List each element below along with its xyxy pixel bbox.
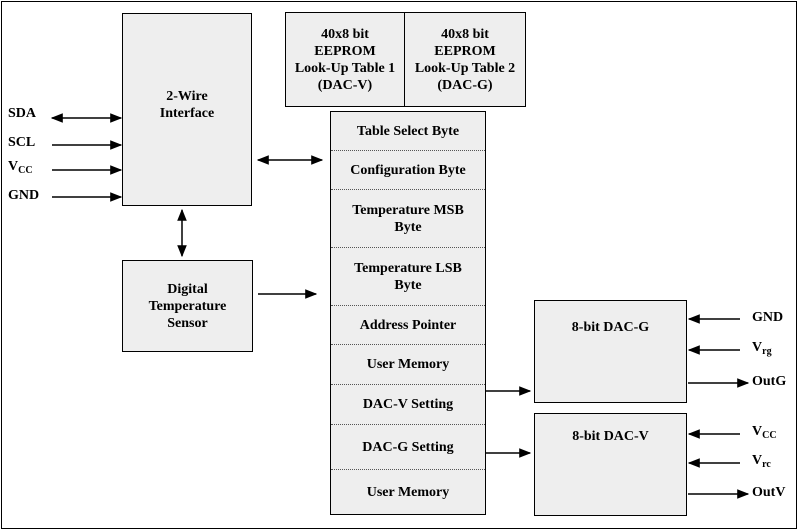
- two-wire-interface-block: 2-Wire Interface: [122, 13, 252, 206]
- register-temperature-msb: Temperature MSB Byte: [331, 190, 485, 248]
- lut2-label: 40x8 bit EEPROM Look-Up Table 2 (DAC-G): [414, 26, 516, 93]
- dac-v-block: 8-bit DAC-V: [534, 413, 687, 516]
- register-configuration: Configuration Byte: [331, 151, 485, 190]
- digital-temperature-sensor-block: Digital Temperature Sensor: [122, 260, 253, 352]
- dac-v-vrc-label: Vrc: [752, 453, 771, 470]
- two-wire-label: 2-Wire Interface: [159, 89, 215, 121]
- eeprom-lut2-block: 40x8 bit EEPROM Look-Up Table 2 (DAC-G): [404, 12, 526, 107]
- dac-v-vcc-label: VCC: [752, 424, 777, 441]
- sda-pin-label: SDA: [8, 106, 37, 121]
- gnd-pin-label: GND: [8, 188, 40, 203]
- register-table-select: Table Select Byte: [331, 112, 485, 151]
- dac-v-out-label: OutV: [752, 485, 786, 500]
- register-map: Table Select Byte Configuration Byte Tem…: [330, 111, 486, 515]
- register-dac-g-setting: DAC-G Setting: [331, 425, 485, 470]
- vcc-pin-label: VCC: [8, 159, 33, 176]
- dac-g-block: 8-bit DAC-G: [534, 300, 687, 403]
- eeprom-lut1-block: 40x8 bit EEPROM Look-Up Table 1 (DAC-V): [285, 12, 405, 107]
- dac-g-vrg-label: Vrg: [752, 340, 772, 357]
- dac-g-out-label: OutG: [752, 374, 787, 389]
- dac-g-gnd-label: GND: [752, 310, 784, 325]
- register-user-memory-2: User Memory: [366, 484, 450, 500]
- lut1-label: 40x8 bit EEPROM Look-Up Table 1 (DAC-V): [294, 26, 396, 93]
- dac-v-label: 8-bit DAC-V: [572, 429, 649, 444]
- temp-sensor-label: Digital Temperature Sensor: [148, 281, 227, 331]
- dac-g-label: 8-bit DAC-G: [571, 320, 650, 335]
- register-temperature-lsb: Temperature LSB Byte: [331, 248, 485, 306]
- register-user-memory-1: User Memory: [331, 345, 485, 385]
- register-dac-v-setting: DAC-V Setting: [331, 385, 485, 425]
- register-address-pointer: Address Pointer: [331, 306, 485, 345]
- scl-pin-label: SCL: [8, 135, 36, 150]
